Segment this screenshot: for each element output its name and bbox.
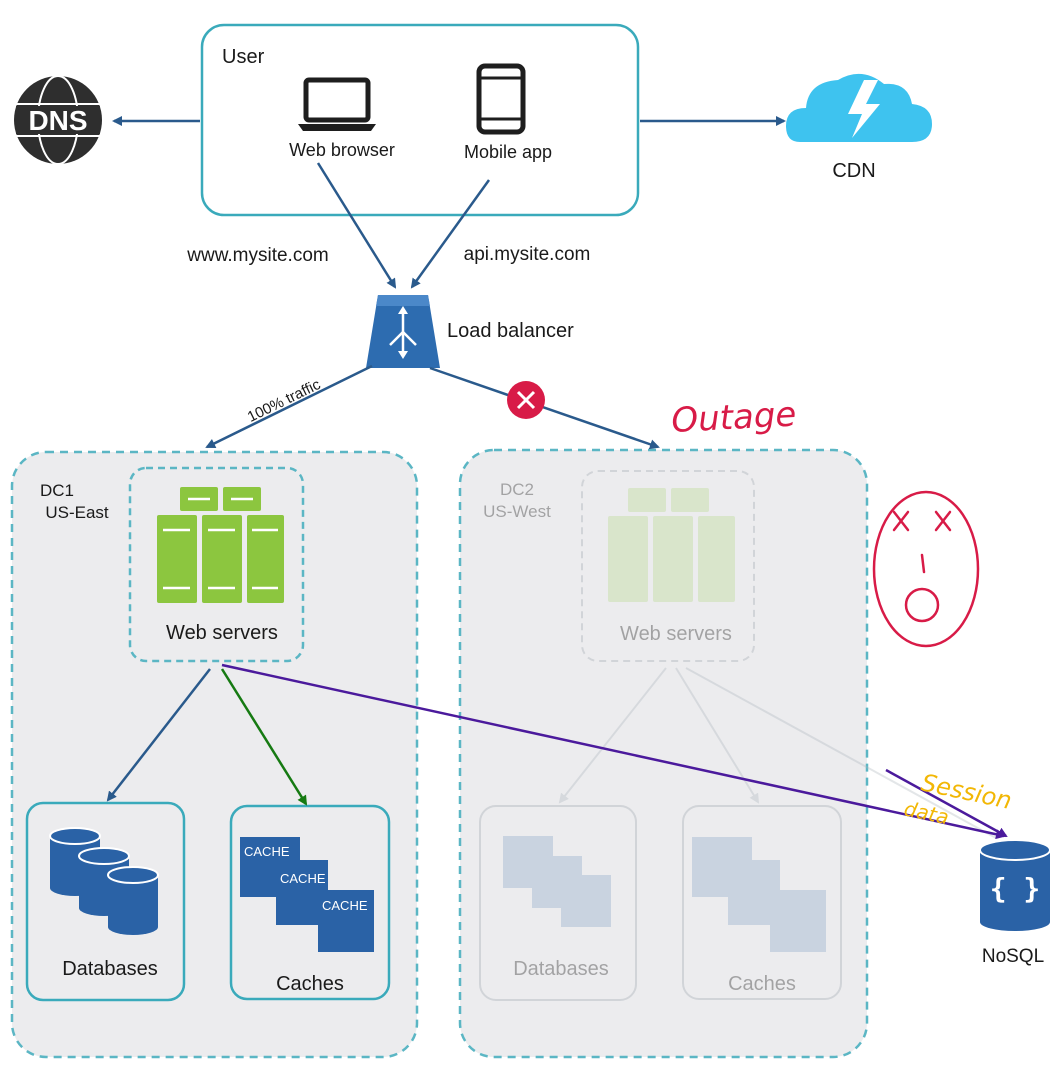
cdn-cloud-icon [786,73,932,142]
api-domain-label: api.mysite.com [464,244,591,265]
dns-globe-icon: DNS [14,75,102,165]
dc2-databases-icon [503,836,611,927]
dc2-caches-icon [692,837,826,952]
mobile-to-lb-arrow [410,179,491,289]
dc2-databases-box [479,805,637,1001]
dc2-web-servers-label: Web servers [620,623,732,645]
user-box-title: User [222,46,265,68]
lb-to-dc2-arrow [429,366,660,450]
dc1-web-to-nosql-arrow [221,663,1006,840]
dc1-databases-icon [49,827,159,935]
dc1-caches-icon: CACHE CACHE CACHE [240,837,374,952]
nosql-database-icon: { } [979,839,1051,931]
dc1-name: DC1 [40,481,74,500]
outage-annotation: Outage [670,395,797,441]
cache-tag-3: CACHE [322,898,368,913]
lb-to-dc1-arrow [205,364,373,449]
user-box [200,23,640,217]
dc2-web-to-nosql-arrow [685,667,997,839]
mobile-phone-icon [476,63,526,135]
cache-tag-1: CACHE [244,844,290,859]
traffic-label: 100% traffic [245,376,324,426]
dc2-caches-label: Caches [728,973,796,995]
dc1-web-to-db-arrow [106,668,211,802]
nosql-label: NoSQL [982,946,1044,967]
cdn-label: CDN [832,160,875,182]
browser-to-lb-arrow [316,162,397,289]
dc2-name: DC2 [500,480,534,499]
dc1-databases-label: Databases [62,958,158,980]
dc1-web-servers-label: Web servers [166,622,278,644]
dc2-contents: DC2 US-West Web servers Databases Caches [479,470,997,1001]
dc2-caches-box [682,805,842,1000]
web-domain-label: www.mysite.com [186,245,328,266]
dc2-region: US-West [483,502,551,521]
dc1-web-to-cache-arrow [220,668,308,806]
blocked-x-icon [507,381,545,419]
dc2-web-to-db-arrow [558,667,667,804]
dc2-web-servers-icon [608,488,735,602]
dc1-region: US-East [45,503,109,522]
cache-tag-2: CACHE [280,871,326,886]
mobile-app-label: Mobile app [464,142,552,162]
dc1-caches-box [229,804,391,1001]
dc1-databases-box [25,801,186,1002]
dc2-web-servers-box [581,470,755,662]
sad-face-doodle [872,490,980,648]
load-balancer-label: Load balancer [447,320,574,342]
dc1-web-servers-icon [157,487,284,603]
load-balancer-icon [366,295,440,368]
dc1-caches-label: Caches [276,973,344,995]
dc2-container [458,448,869,1059]
web-browser-label: Web browser [289,140,395,160]
dc1-web-servers-box [128,466,305,663]
dc2-databases-label: Databases [513,958,609,980]
dns-label: DNS [28,105,87,136]
svg-text:{ }: { } [990,872,1041,905]
nosql-inbound-arrow [885,768,1008,838]
laptop-icon [298,77,376,131]
